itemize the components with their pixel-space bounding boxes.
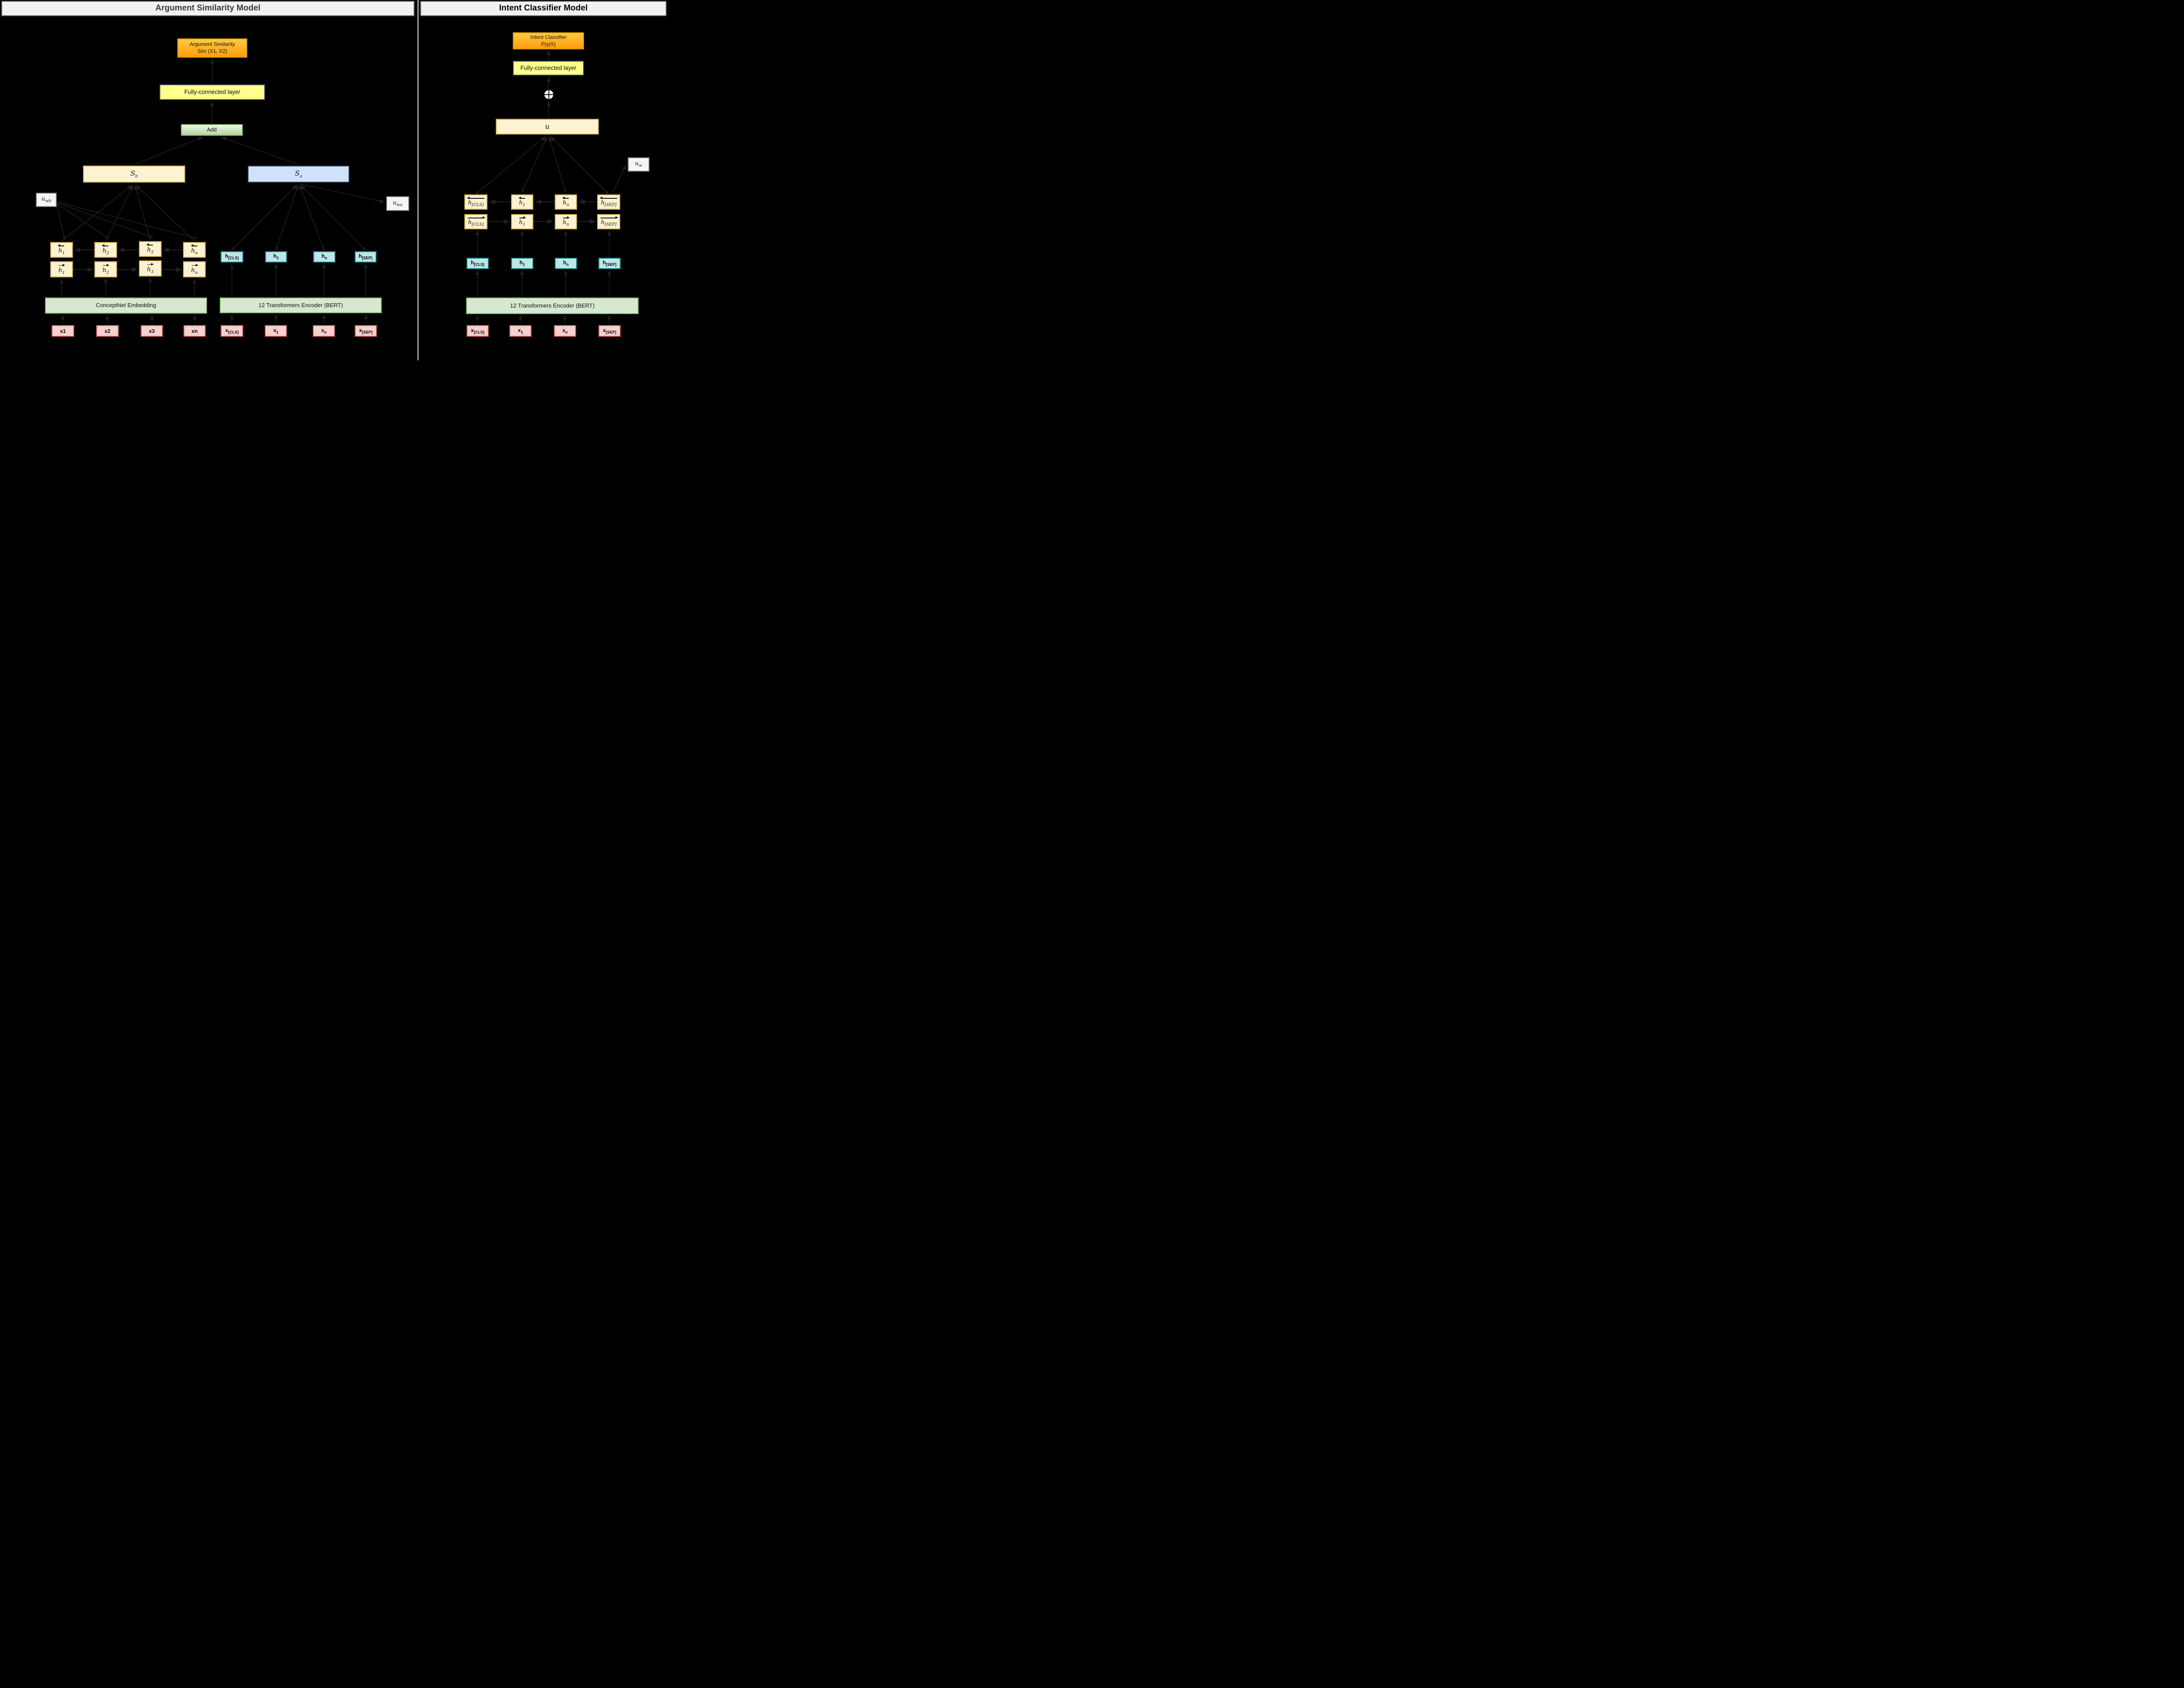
uwb-context-vector-box: uwb (36, 193, 57, 207)
add-label: Add (207, 127, 217, 133)
forward-hidden-hsep-right: h[SEP] (597, 214, 620, 229)
right-arrow-icon (58, 263, 66, 267)
input-xn-box: xn (183, 325, 206, 337)
right-arrow-icon (519, 216, 526, 219)
sa-sentence-vector-box: Sa (248, 166, 349, 183)
input-xcls-box-right: x[CLS] (467, 325, 489, 337)
left-arrow-icon (467, 197, 485, 200)
fully-connected-layer-box-left: Fully-connected layer (159, 84, 265, 100)
argument-similarity-output-box: Argument Similarity Sim (X1, X2) (177, 38, 247, 58)
sb-sentence-vector-box: Sb (83, 166, 185, 183)
input-x1-box-right: x1 (509, 325, 532, 337)
backward-hidden-hn-left: hn (183, 242, 206, 258)
right-arrow-icon (147, 263, 154, 266)
input-xsep-box-right: x[SEP] (598, 325, 621, 337)
left-vertical-connectors (134, 59, 299, 165)
bert-hidden-hcls-left: h[CLS] (221, 251, 243, 263)
u-utterance-vector-box: u (496, 119, 599, 135)
fc-layer-label-left: Fully-connected layer (184, 89, 241, 96)
left-panel-title: Argument Similarity Model (1, 1, 415, 16)
sb-attention-fan (61, 185, 195, 242)
similarity-box-line2: Sim (X1, X2) (197, 48, 227, 54)
forward-hidden-hn-right: hn (555, 214, 577, 229)
right-panel-title: Intent Classifier Model (420, 1, 667, 16)
fully-connected-layer-box-right: Fully-connected layer (513, 61, 584, 76)
uwb-attention-rays (56, 201, 197, 240)
backward-hidden-h1-left: h1 (50, 242, 73, 258)
bert-hidden-hcls-right: h[CLS] (467, 258, 489, 269)
left-arrow-icon (562, 197, 569, 200)
forward-hidden-h3-left: h3 (139, 260, 162, 277)
bert-hidden-hn-left: hn (313, 251, 335, 263)
input-xcls-box-left: x[CLS] (221, 325, 243, 337)
right-arrow-icon (563, 216, 570, 219)
input-xn-box-bert-left: xn (313, 325, 335, 337)
bert-encoder-label-right: 12 Transformers Encoder (BERT) (510, 302, 595, 309)
left-arrow-icon (190, 244, 198, 247)
left-arrow-icon (146, 243, 153, 246)
right-arrow-icon (191, 263, 198, 267)
bert-encoder-label-left: 12 Transformers Encoder (BERT) (258, 301, 343, 308)
input-x2-box: x2 (96, 325, 119, 337)
bert-hidden-hn-right: hn (555, 258, 577, 269)
backward-hidden-hsep-right: h[SEP] (597, 194, 620, 210)
conceptnet-embedding-label: ConceptNet Embedding (96, 302, 156, 309)
diagram-canvas: Argument Similarity Model Argument Simil… (0, 0, 685, 360)
similarity-box-line1: Argument Similarity (189, 41, 235, 48)
bert-hidden-h1-left: h1 (265, 251, 287, 263)
bert-encoder-box-left: 12 Transformers Encoder (BERT) (220, 297, 382, 313)
sa-attention-fan (232, 183, 384, 250)
left-arrow-icon (599, 197, 618, 200)
left-arrow-icon (102, 244, 109, 247)
intent-classifier-output-box: Intent Classifier P(y|X) (513, 32, 584, 49)
forward-hidden-h2-left: h2 (94, 261, 117, 277)
input-xn-box-right: xn (554, 325, 576, 337)
bert-hidden-h1-right: h1 (511, 258, 533, 269)
backward-hidden-h2-left: h2 (94, 242, 117, 258)
right-arrow-icon (102, 263, 110, 267)
right-arrow-icon (467, 216, 485, 219)
backward-hidden-hcls-right: h[CLS] (464, 194, 487, 210)
bert-hidden-hsep-right: h[SEP] (598, 258, 621, 269)
left-arrow-icon (58, 244, 65, 247)
forward-hidden-h1-right: h1 (511, 214, 533, 229)
right-arrow-icon (600, 216, 618, 219)
input-x3-box: x3 (141, 325, 163, 337)
right-panel-title-label: Intent Classifier Model (499, 3, 588, 13)
concat-oplus-icon (544, 90, 554, 102)
input-x1-box: x1 (52, 325, 74, 337)
backward-hidden-hn-right: hn (555, 194, 577, 210)
classifier-box-line2: P(y|X) (541, 41, 556, 47)
bert-encoder-box-right: 12 Transformers Encoder (BERT) (466, 297, 639, 314)
conceptnet-embedding-box: ConceptNet Embedding (45, 297, 207, 314)
left-arrow-icon (518, 197, 525, 200)
uw-context-vector-box: uw (628, 157, 650, 172)
uwa-context-vector-box: uwa (386, 196, 409, 211)
bert-hidden-hsep-left: h[SEP] (355, 251, 377, 263)
left-panel-title-label: Argument Similarity Model (155, 3, 261, 13)
classifier-box-line1: Intent Classifier (530, 34, 567, 40)
forward-hidden-hn-left: hn (183, 261, 206, 277)
fc-layer-label-right: Fully-connected layer (520, 65, 577, 72)
forward-hidden-hcls-right: h[CLS] (464, 214, 487, 229)
input-x1-box-bert-left: x1 (265, 325, 287, 337)
u-attention-fan (475, 136, 626, 194)
add-box: Add (181, 124, 243, 136)
input-xsep-box-left: x[SEP] (355, 325, 377, 337)
forward-hidden-h1-left: h1 (50, 261, 73, 277)
backward-hidden-h1-right: h1 (511, 194, 533, 210)
backward-hidden-h3-left: h3 (139, 241, 162, 257)
